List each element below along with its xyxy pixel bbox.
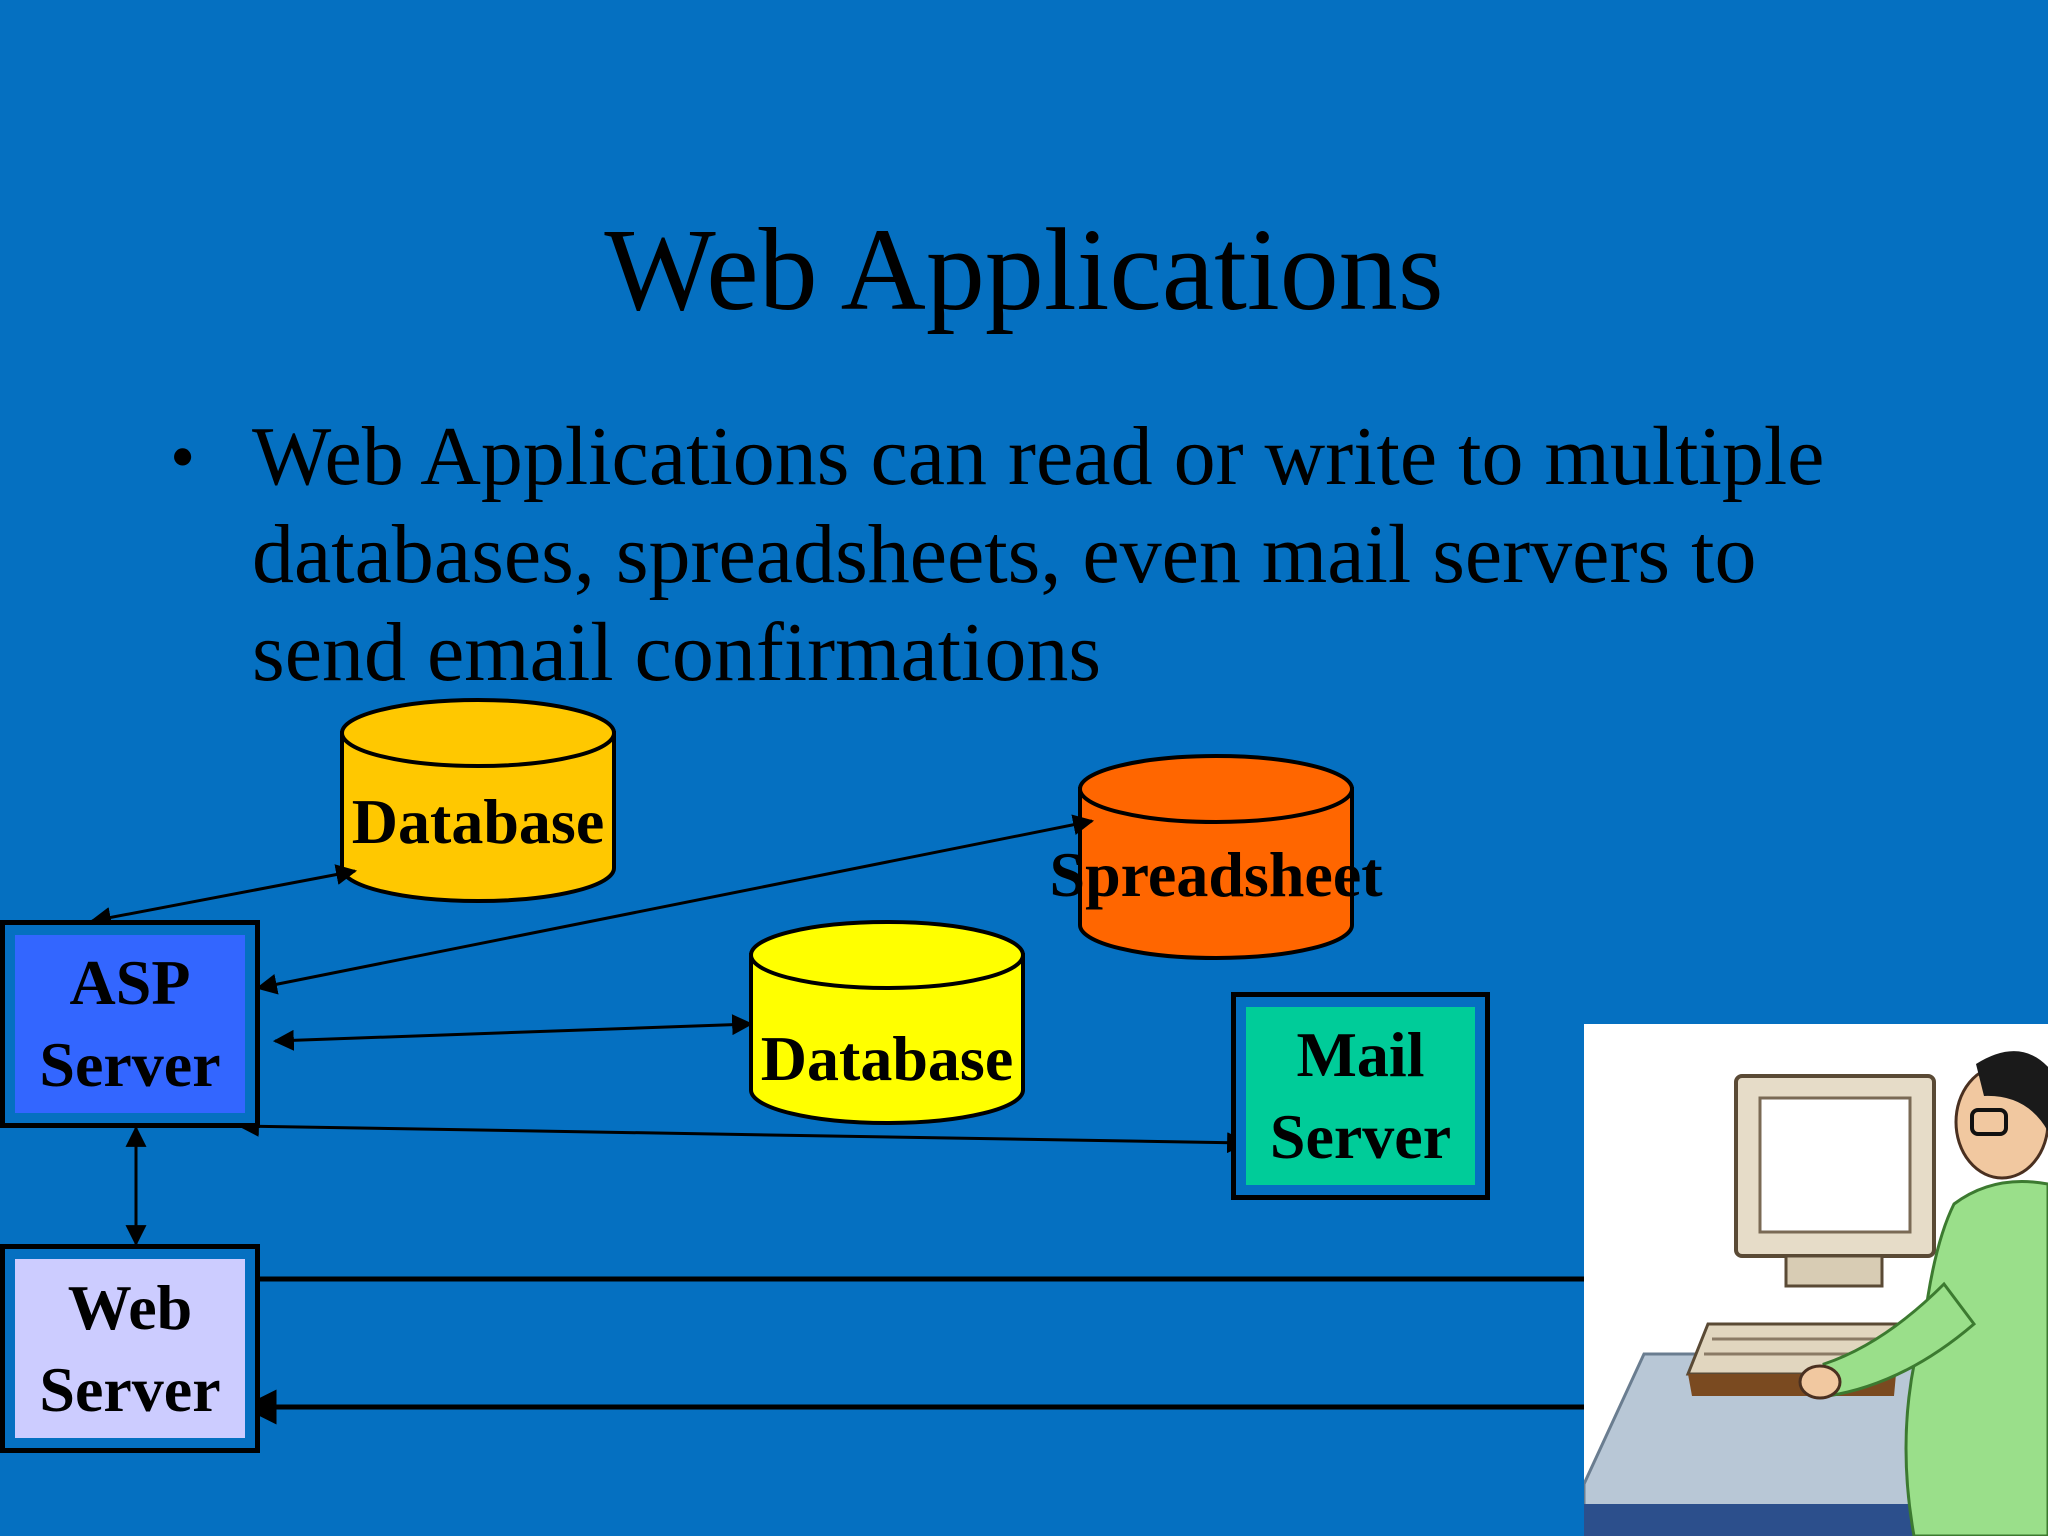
mail-server-label-1: Mail <box>1296 1019 1425 1090</box>
bullet-line-2: databases, spreadsheets, even mail serve… <box>252 508 1757 601</box>
database-top-label: Database <box>351 786 605 857</box>
connector-asp-spreadsheet <box>255 814 1095 995</box>
person-at-computer-icon <box>1584 1024 2048 1536</box>
spreadsheet-label: Spreadsheet <box>1049 839 1383 910</box>
slide-title: Web Applications <box>604 204 1444 335</box>
bullet-line-3: send email confirmations <box>252 606 1102 699</box>
database-mid-label: Database <box>760 1023 1014 1094</box>
bullet-text: Web Applications can read or write to mu… <box>252 408 2048 702</box>
web-server-label-2: Server <box>39 1353 221 1425</box>
connector-asp-mail-server <box>237 1115 1249 1154</box>
asp-server-box: ASP Server <box>0 920 260 1128</box>
connector-asp-database-mid <box>272 1014 754 1051</box>
spreadsheet-cylinder <box>1078 754 1354 960</box>
asp-server-label-1: ASP <box>69 947 191 1018</box>
web-server-label-1: Web <box>67 1271 193 1343</box>
connector-asp-database-top <box>89 864 358 928</box>
bullet-marker: • <box>170 417 196 497</box>
web-server-box: Web Server <box>0 1244 260 1453</box>
bullet-line-1: Web Applications can read or write to mu… <box>252 410 1825 503</box>
mail-server-label-2: Server <box>1269 1101 1452 1172</box>
mail-server-box: Mail Server <box>1231 992 1490 1200</box>
asp-server-label-2: Server <box>39 1029 221 1100</box>
